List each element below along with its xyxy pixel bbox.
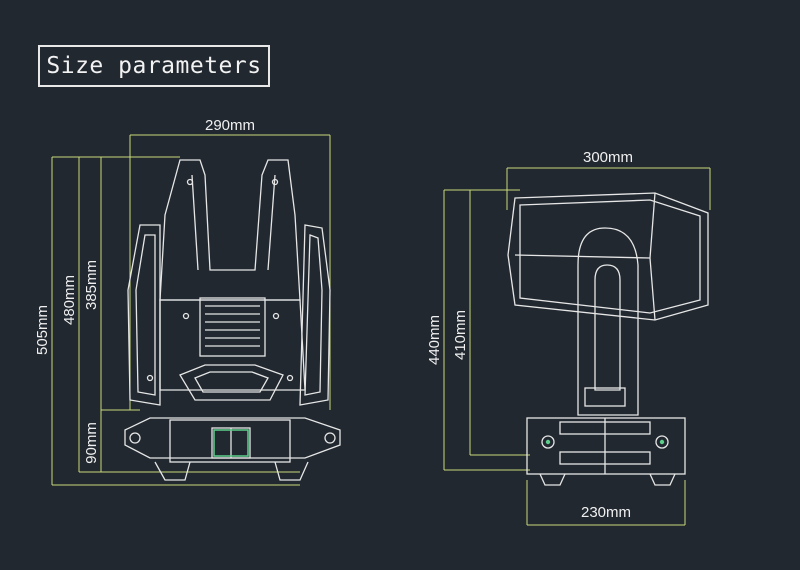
front-width-label: 290mm bbox=[205, 117, 255, 134]
front-height-head-label: 480mm bbox=[61, 275, 78, 325]
side-base-width-dimension bbox=[526, 480, 686, 526]
front-height-total-label: 505mm bbox=[34, 305, 51, 355]
side-base-width-label: 230mm bbox=[581, 504, 631, 521]
accent-markers bbox=[213, 429, 665, 457]
side-height-total-label: 440mm bbox=[426, 315, 443, 365]
front-height-yoke-label: 385mm bbox=[83, 260, 100, 310]
side-width-dimension bbox=[506, 167, 711, 210]
front-view-fixture bbox=[124, 159, 341, 481]
side-width-label: 300mm bbox=[583, 149, 633, 166]
title-box: Size parameters bbox=[38, 45, 270, 87]
diagram-title: Size parameters bbox=[46, 53, 262, 79]
side-height-arm-label: 410mm bbox=[452, 310, 469, 360]
front-height-dimensions bbox=[51, 156, 300, 486]
front-base-height-label: 90mm bbox=[83, 422, 100, 464]
side-height-dimensions bbox=[443, 189, 530, 471]
front-width-dimension bbox=[129, 134, 331, 410]
side-view-fixture bbox=[507, 192, 709, 486]
